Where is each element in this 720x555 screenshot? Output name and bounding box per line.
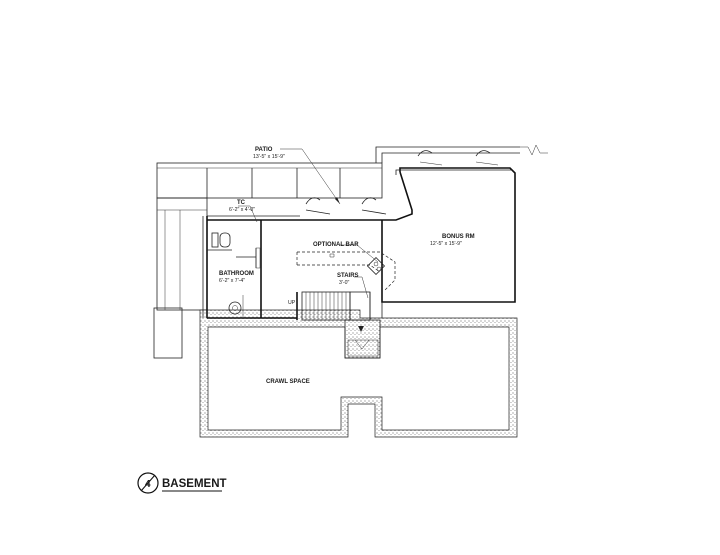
side-deck — [153, 197, 208, 359]
stairs — [301, 291, 371, 321]
crawl-space-label: CRAWL SPACE — [266, 379, 310, 385]
crawl-space-foundation — [199, 309, 518, 438]
optional-bar-label: OPTIONAL BAR — [313, 242, 359, 248]
stairs-dims: 3'-0" — [339, 280, 349, 286]
tc-dims: 6'-2" x 4'-0" — [229, 207, 255, 213]
leader-lines — [238, 148, 379, 299]
bathroom-label: BATHROOM — [219, 271, 254, 277]
title-block: 4 BASEMENT — [137, 472, 227, 494]
patio-label: PATIO — [255, 147, 273, 153]
compass-label: 4 — [145, 479, 151, 490]
bathroom-dims: 6'-2" x 7'-4" — [219, 278, 245, 284]
patio-dims: 13'-5" x 15'-9" — [253, 154, 285, 160]
optional-bar — [296, 251, 396, 291]
bonus-rm-dims: 12'-5" x 15'-9" — [430, 241, 462, 247]
bathroom-fixtures — [211, 232, 261, 318]
up-label: UP — [288, 300, 296, 306]
main-walls — [202, 167, 516, 320]
plan-title: BASEMENT — [162, 478, 227, 490]
compass-icon — [137, 472, 159, 494]
upper-deck — [156, 144, 548, 199]
door-swings — [305, 150, 499, 215]
tc-label: TC — [237, 200, 246, 206]
bonus-rm-label: BONUS RM — [442, 234, 475, 240]
stairs-label: STAIRS — [337, 273, 359, 279]
